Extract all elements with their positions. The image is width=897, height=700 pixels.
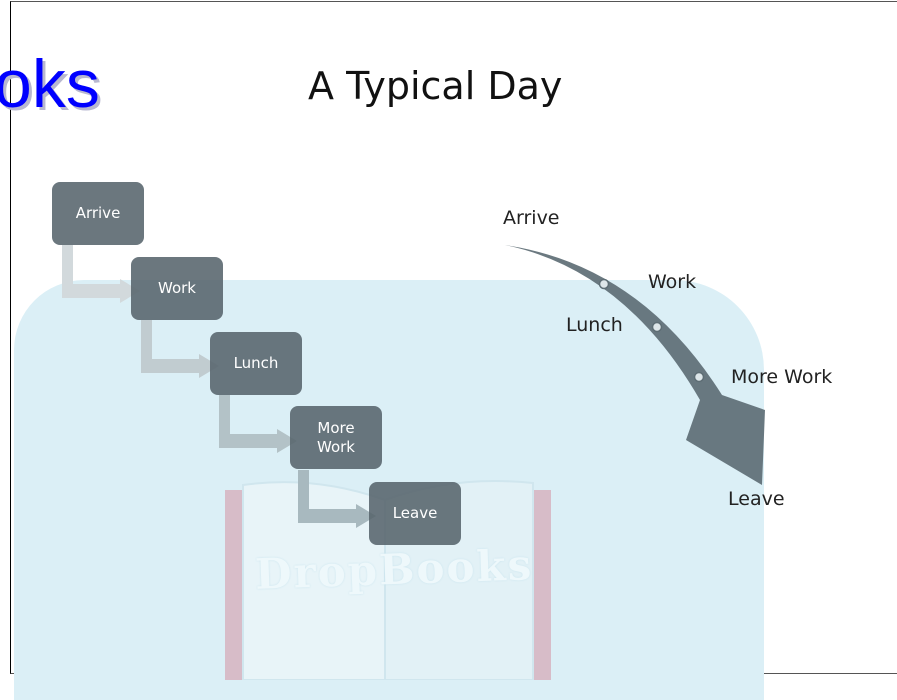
curved-timeline-arrow	[0, 0, 897, 676]
curved-arrow-body	[505, 245, 765, 485]
milestone-dot-lunch	[653, 323, 662, 332]
milestone-dot-more-work	[695, 373, 704, 382]
curve-label-work: Work	[648, 271, 696, 293]
milestone-dot-work	[600, 280, 609, 289]
curve-label-more-work: More Work	[731, 366, 832, 388]
curve-label-lunch: Lunch	[566, 314, 623, 336]
curve-label-start: Arrive	[503, 207, 560, 229]
curve-label-end: Leave	[728, 488, 785, 510]
